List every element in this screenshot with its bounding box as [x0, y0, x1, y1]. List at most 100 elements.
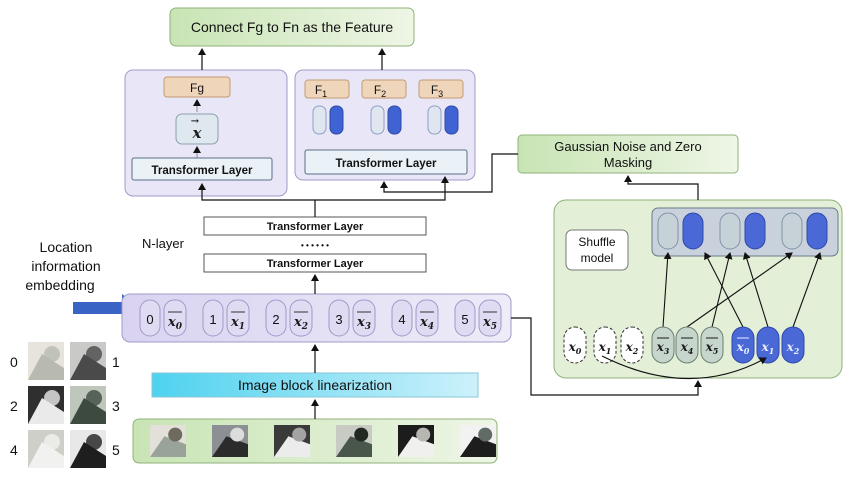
- token-label: x1: [598, 340, 612, 356]
- grid-image-block: [28, 430, 64, 468]
- token-pair: 5 x5: [454, 299, 502, 337]
- position-label: 3: [335, 312, 342, 327]
- n-layer-label: N-layer: [142, 236, 185, 251]
- x-vector-arrow: →: [191, 116, 200, 127]
- grid-image-block: [28, 386, 64, 424]
- shuffle-token: x3: [651, 326, 675, 364]
- grid-image-block: [28, 342, 64, 380]
- position-pill: [328, 299, 350, 337]
- stack-transformer-bottom: [203, 253, 427, 273]
- fg-feature-box: [163, 76, 231, 98]
- f1-group: F1: [304, 79, 350, 135]
- shuffle-token: x2: [781, 326, 805, 364]
- image-patch: [460, 425, 496, 457]
- token-pill: [563, 326, 587, 364]
- grid-index-label: 3: [112, 398, 120, 414]
- x-label: x0: [167, 315, 183, 332]
- x-label: x3: [356, 315, 371, 332]
- shuffle-token: x1: [756, 326, 780, 364]
- image-patch: [336, 425, 372, 457]
- x-pill: [415, 299, 439, 337]
- shuffle-token: x2: [620, 326, 644, 364]
- location-line2: information: [31, 258, 100, 274]
- left-transformer-layer: [131, 157, 273, 181]
- x-pill: [478, 299, 502, 337]
- grid-index-label: 4: [10, 442, 18, 458]
- x-label: x2: [293, 315, 308, 332]
- stack-transformer-top-label: Transformer Layer: [267, 221, 364, 233]
- gaussian-noise-line1: Gaussian Noise and Zero: [554, 139, 701, 154]
- x-pill: [352, 299, 376, 337]
- grid-index-label: 1: [112, 354, 120, 370]
- shuffled-pair: [781, 212, 828, 250]
- token-pill: [651, 326, 675, 364]
- shuffle-token: x0: [563, 326, 587, 364]
- stack-dots: • • • • • •: [301, 241, 329, 250]
- arrow-shuffle-to-gaussian: [624, 175, 699, 200]
- f3-group: F3: [418, 79, 464, 135]
- position-pill: [202, 299, 224, 337]
- arrow-stack-to-right: [315, 176, 449, 201]
- position-label: 0: [146, 312, 153, 327]
- feature-connect-box: [169, 7, 415, 47]
- token-pair: 0 x0: [139, 299, 187, 337]
- token-pill: [781, 326, 805, 364]
- shuffle-arrows: [662, 252, 822, 328]
- shuffle-token: x1: [593, 326, 617, 364]
- x-vector-box: [175, 113, 219, 145]
- patch-strip: [132, 418, 498, 464]
- token-pill: [620, 326, 644, 364]
- grid-index-label: 5: [112, 442, 120, 458]
- grid-image-block: [70, 342, 106, 380]
- arrow-tokens-to-shuffle: [511, 317, 702, 396]
- fg-feature-label: Fg: [190, 81, 204, 95]
- location-line3: embedding: [25, 277, 94, 293]
- stack-transformer-bottom-label: Transformer Layer: [267, 258, 364, 270]
- x-pill: [163, 299, 187, 337]
- token-label: x2: [625, 340, 639, 356]
- linearization-label: Image block linearization: [238, 377, 392, 393]
- position-pill: [391, 299, 413, 337]
- position-label: 2: [272, 312, 279, 327]
- x-pill: [226, 299, 250, 337]
- position-pill: [265, 299, 287, 337]
- blue-pill: [744, 212, 766, 250]
- gaussian-noise-line2: Masking: [604, 155, 652, 170]
- x-label: x4: [419, 315, 434, 332]
- shuffle-token: x5: [700, 326, 724, 364]
- right-transformer-layer: [304, 149, 468, 175]
- shuffle-label-line1: Shuffle: [578, 235, 615, 249]
- gray-pill: [781, 212, 803, 250]
- blue-pill: [806, 212, 828, 250]
- token-pill: [756, 326, 780, 364]
- token-pill: [700, 326, 724, 364]
- arrow-stack-to-left: [198, 183, 316, 217]
- gray-pill: [657, 212, 679, 250]
- token-pill: [675, 326, 699, 364]
- position-pill: [139, 299, 161, 337]
- grid-image-block: [70, 430, 106, 468]
- x-pill: [289, 299, 313, 337]
- shuffle-output: [657, 212, 828, 250]
- position-label: 5: [461, 312, 468, 327]
- shuffle-link: [704, 252, 744, 328]
- grid-image-block: [70, 386, 106, 424]
- token-label: x4: [680, 340, 694, 356]
- shuffle-link: [792, 252, 822, 328]
- shuffled-pair: [719, 212, 766, 250]
- token-label: x0: [568, 340, 582, 356]
- token-label: x3: [656, 340, 670, 356]
- linearization-bar: [151, 372, 479, 398]
- shuffle-token: x4: [675, 326, 699, 364]
- token-pill: [731, 326, 755, 364]
- x-label: x5: [482, 315, 497, 332]
- image-patch: [150, 425, 186, 457]
- token-label: x1: [761, 340, 775, 356]
- token-pill: [593, 326, 617, 364]
